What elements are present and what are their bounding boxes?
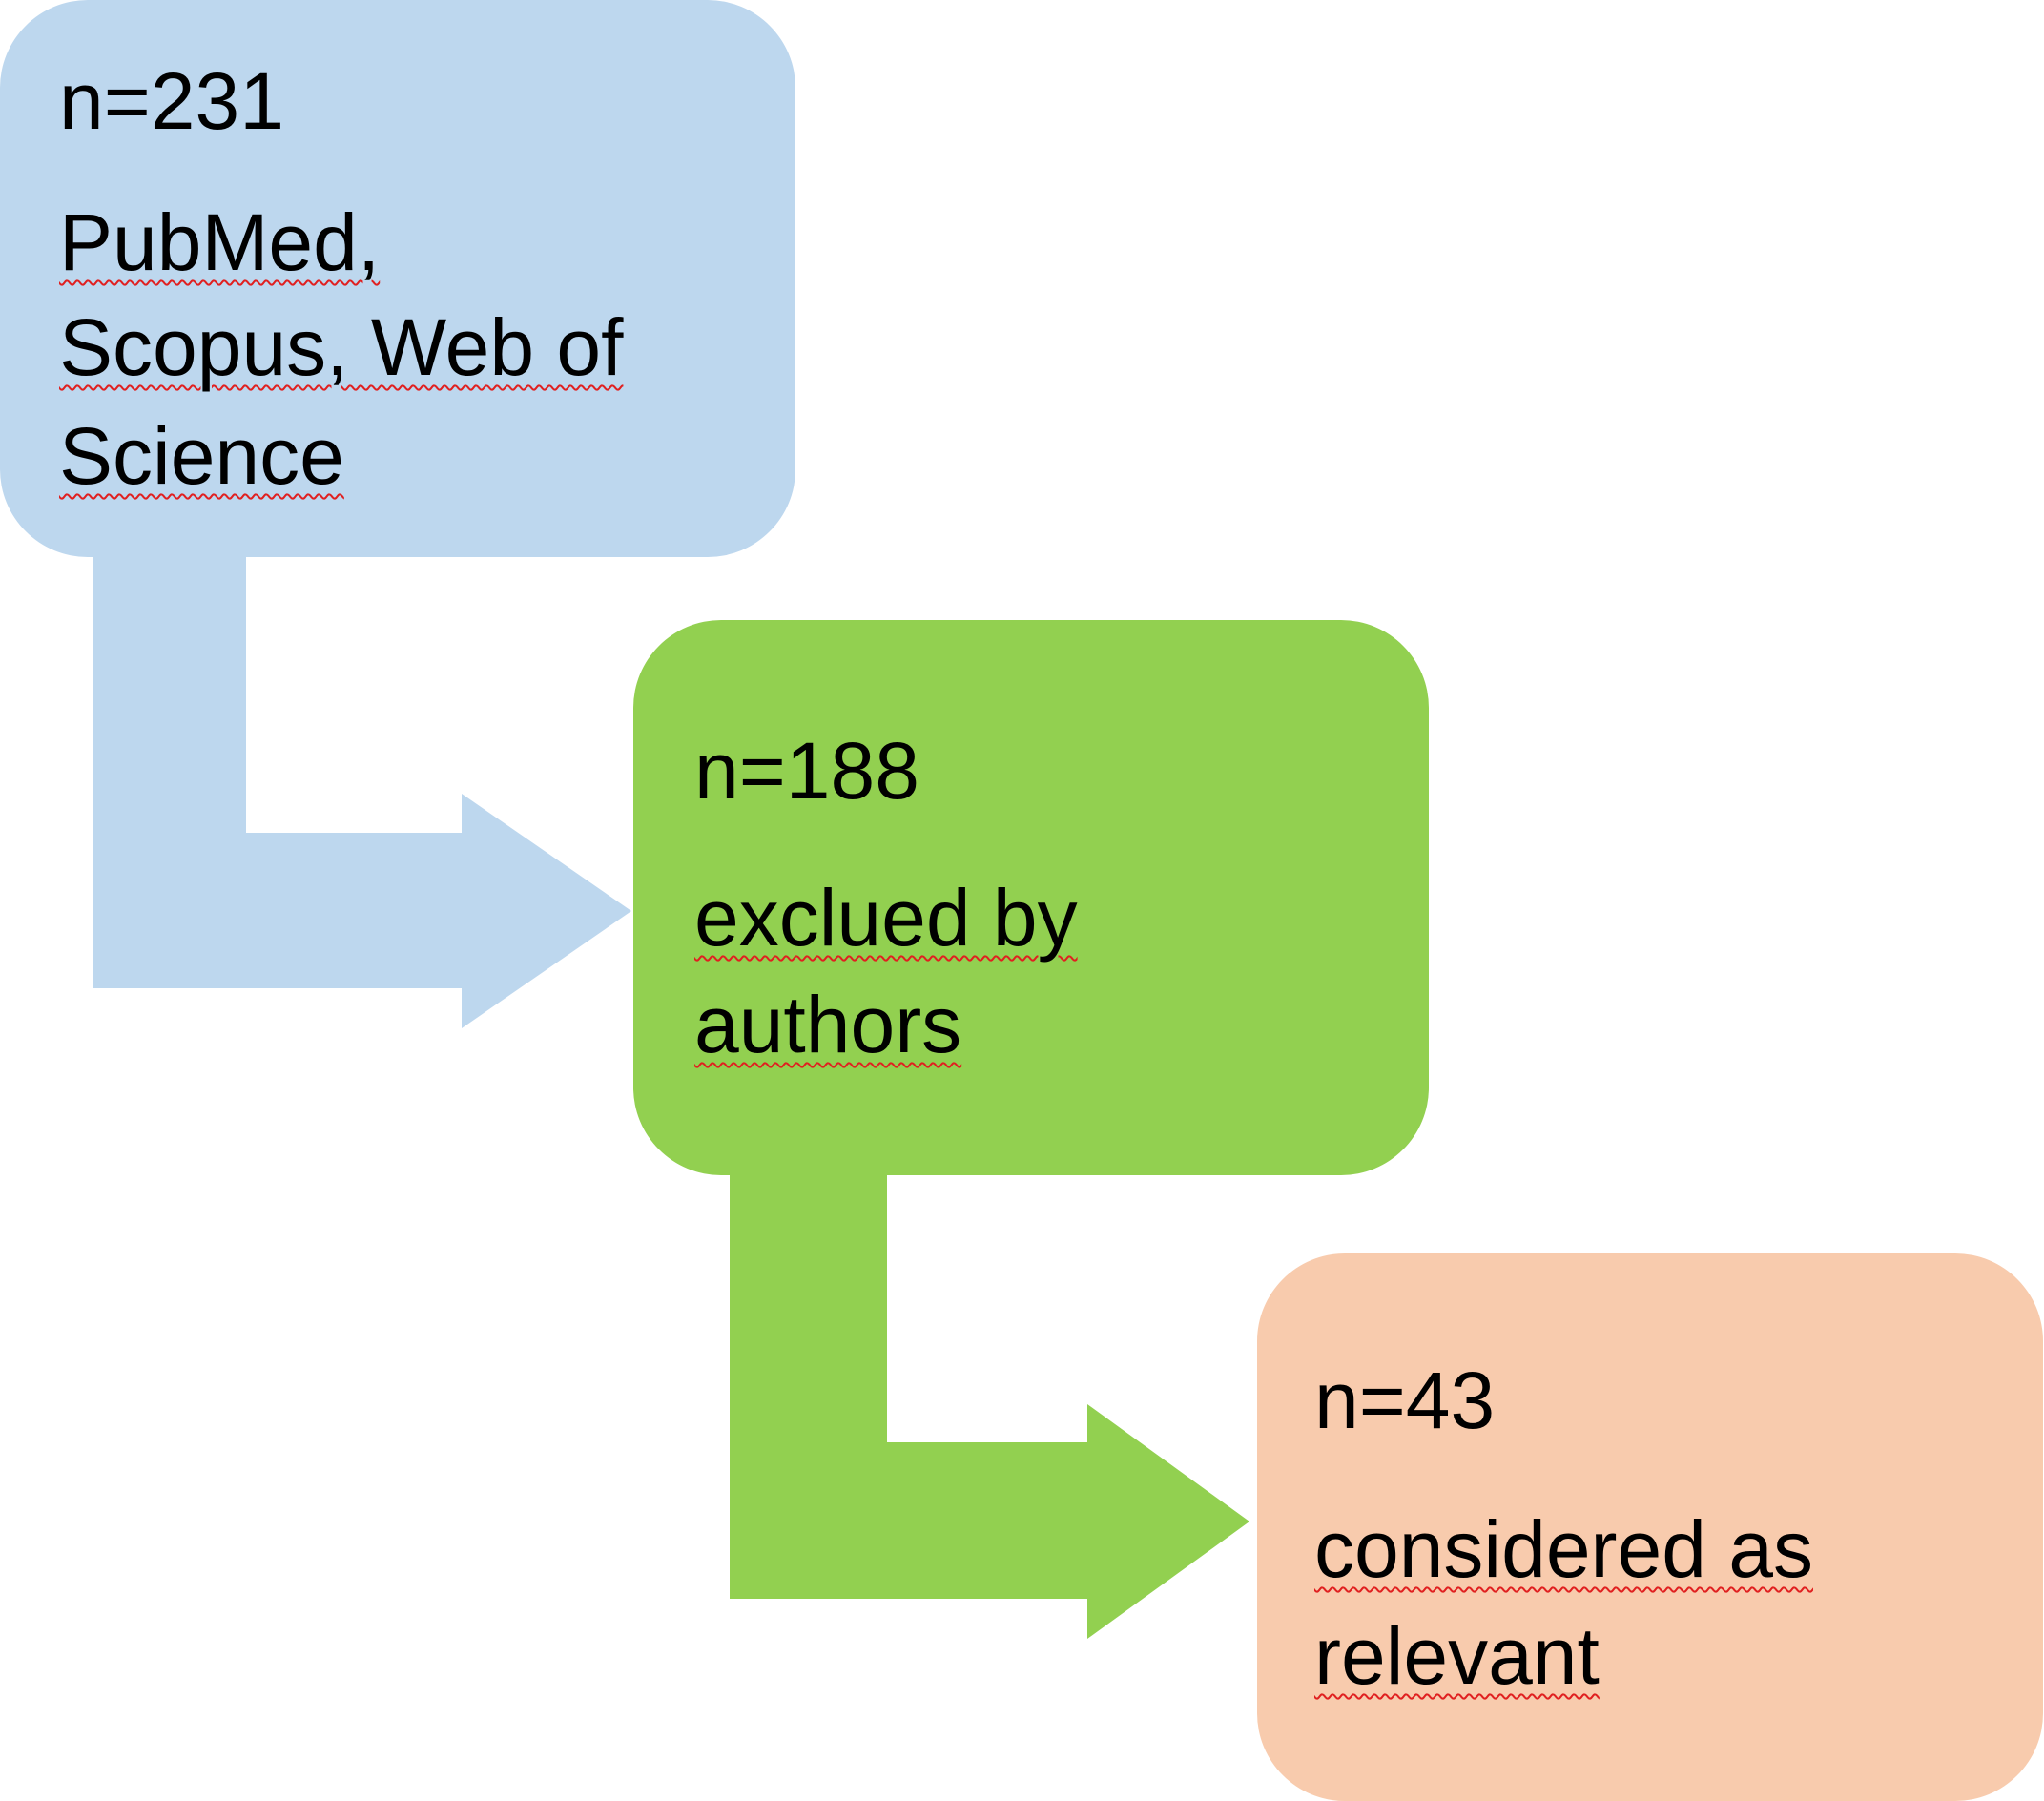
arrow-stage1-to-stage2 [93, 557, 631, 1028]
stage-description-line: relevant [1314, 1611, 1600, 1701]
stage-box-excluded: n=188 exclued by authors [633, 620, 1429, 1175]
stage-count: n=231 [59, 56, 284, 146]
stage-description-line: Scopus, Web of [59, 302, 624, 392]
stage-box-search-results: n=231 PubMed, Scopus, Web of Science [0, 0, 795, 557]
stage-count: n=188 [694, 726, 919, 816]
stage-description-line: considered as [1314, 1504, 1813, 1594]
stage-description-line: PubMed, [59, 197, 381, 287]
stage-description-line: authors [694, 980, 962, 1069]
stage-description-line: Science [59, 411, 344, 501]
stage-box-relevant: n=43 considered as relevant [1257, 1253, 2043, 1801]
arrow-stage2-to-stage3 [730, 1175, 1249, 1639]
stage-count: n=43 [1314, 1356, 1496, 1445]
stage-description-line: exclued by [694, 873, 1078, 963]
